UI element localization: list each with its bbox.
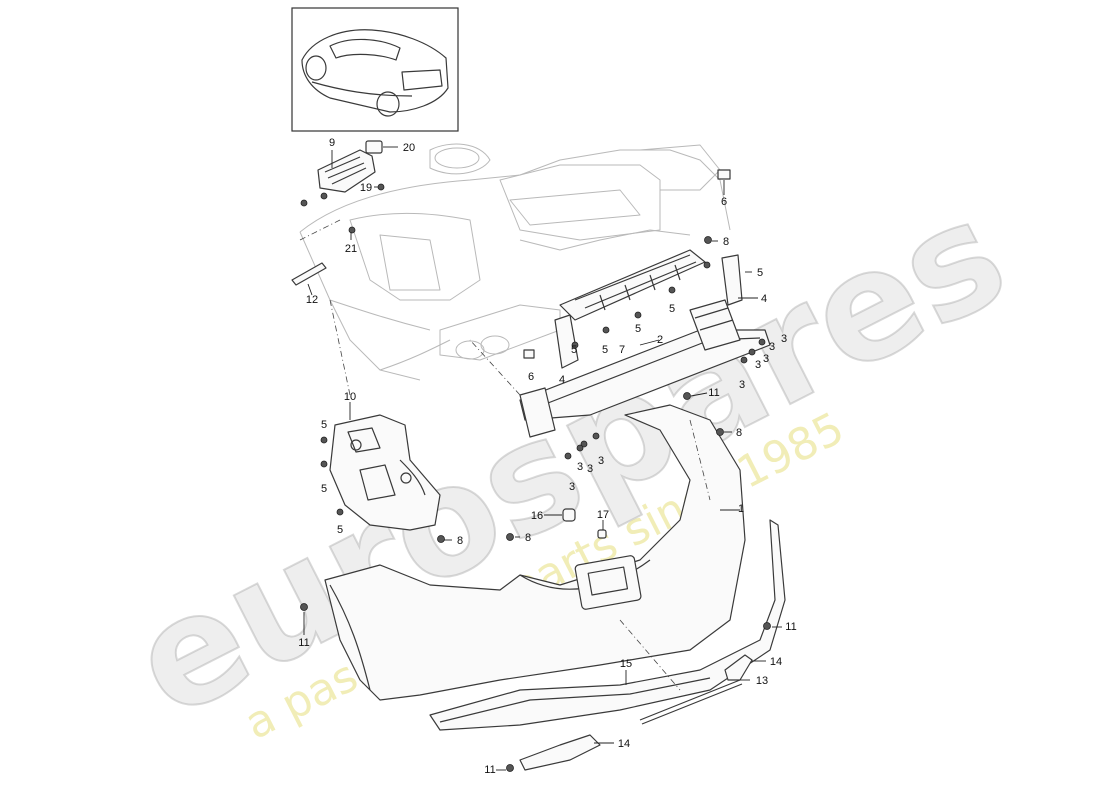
callout-4a: 4 <box>761 293 767 305</box>
part-15-diffuser <box>429 519 786 731</box>
callout-3b: 3 <box>769 341 775 353</box>
callout-19: 19 <box>360 182 372 194</box>
part-12-strip <box>291 262 327 286</box>
callout-9: 9 <box>329 137 335 149</box>
callout-3h: 3 <box>587 463 593 475</box>
callout-20: 20 <box>403 142 415 154</box>
body-structure <box>299 143 731 381</box>
callout-7: 7 <box>619 344 625 356</box>
callout-3c: 3 <box>763 353 769 365</box>
callout-5c: 5 <box>602 344 608 356</box>
callout-2: 2 <box>657 334 663 346</box>
callout-5f: 5 <box>321 419 327 431</box>
part-16-clip <box>562 508 576 522</box>
vehicle-thumbnail <box>291 7 459 132</box>
fasteners <box>300 236 771 772</box>
callout-6a: 6 <box>721 196 727 208</box>
callout-11d: 11 <box>484 764 495 776</box>
callout-8d: 8 <box>736 427 742 439</box>
callout-4b: 4 <box>559 374 565 386</box>
part-10-side-bracket <box>329 414 441 531</box>
callout-5e: 5 <box>669 303 675 315</box>
part-4-brackets <box>554 254 743 369</box>
callout-3g: 3 <box>577 461 583 473</box>
callout-5a: 5 <box>757 267 763 279</box>
callout-8c: 8 <box>525 532 531 544</box>
callout-5h: 5 <box>337 524 343 536</box>
callout-3a: 3 <box>781 333 787 345</box>
callout-14b: 14 <box>618 738 630 750</box>
callout-11a: 11 <box>708 387 719 399</box>
callout-6b: 6 <box>528 371 534 383</box>
callout-17: 17 <box>597 509 609 521</box>
callout-13: 13 <box>756 675 768 687</box>
part-14-corner-pieces <box>519 654 753 771</box>
callout-3e: 3 <box>739 379 745 391</box>
callout-11b: 11 <box>298 637 309 649</box>
callout-12: 12 <box>306 294 318 306</box>
callout-5d: 5 <box>635 323 641 335</box>
part-17-clip <box>597 529 607 539</box>
part-2-bumper-carrier <box>519 299 771 438</box>
callout-8b: 8 <box>457 535 463 547</box>
callout-1: 1 <box>738 503 744 515</box>
callout-8a: 8 <box>723 236 729 248</box>
callout-16: 16 <box>531 510 543 522</box>
callout-15: 15 <box>620 658 632 670</box>
part-1-bumper-cover <box>324 404 746 701</box>
callout-14a: 14 <box>770 656 782 668</box>
leader-lines <box>303 146 782 771</box>
assembly-lines <box>299 219 711 691</box>
callout-5g: 5 <box>321 483 327 495</box>
callout-3f: 3 <box>569 481 575 493</box>
callout-21: 21 <box>345 243 357 255</box>
callout-10: 10 <box>344 391 356 403</box>
callout-5b: 5 <box>571 344 577 356</box>
callout-11c: 11 <box>785 621 796 633</box>
part-13-trim-strip <box>639 679 743 725</box>
callout-3d: 3 <box>755 359 761 371</box>
callout-3i: 3 <box>598 455 604 467</box>
part-6-clips <box>523 169 731 359</box>
